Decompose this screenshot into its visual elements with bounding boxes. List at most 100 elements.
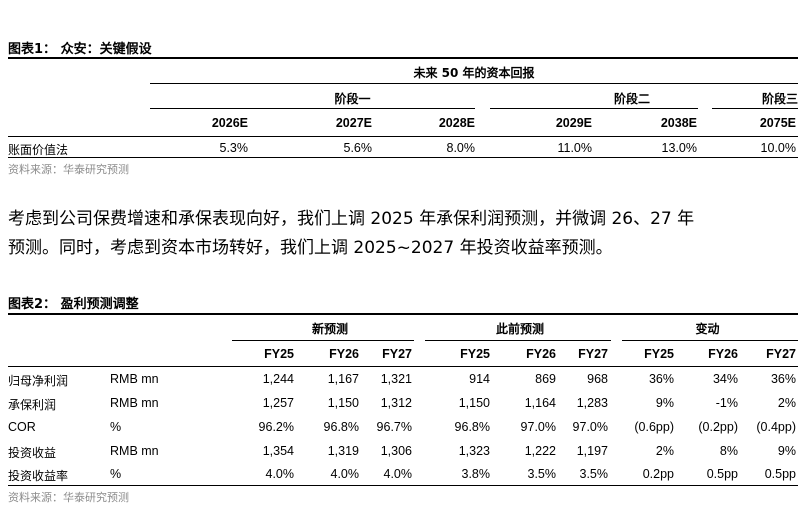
figure1-value: 13.0% xyxy=(661,141,697,155)
figure2-cell: 96.7% xyxy=(376,420,412,434)
figure2-cell: 96.8% xyxy=(323,420,359,434)
figure2-col-header: FY27 xyxy=(382,347,412,361)
figure1-super-header: 未来 50 年的资本回报 xyxy=(413,66,535,80)
figure2-cell: 36% xyxy=(648,372,674,386)
body-paragraph-line-1: 考虑到公司保费增速和承保表现向好，我们上调 2025 年承保利润预测，并微调 2… xyxy=(8,209,695,229)
figure2-row-unit: RMB mn xyxy=(110,372,159,386)
figure2-group-change: 变动 xyxy=(695,322,720,336)
body-paragraph-line-2: 预测。同时，考虑到资本市场转好，我们上调 2025~2027 年投资收益率预测。 xyxy=(8,238,613,258)
figure2-cell: 0.2pp xyxy=(642,467,674,481)
figure2-bottom-rule xyxy=(8,485,798,486)
figure2-cell: 2% xyxy=(777,396,796,410)
figure2-cell: 0.5pp xyxy=(706,467,738,481)
figure2-cell: 1,150 xyxy=(327,396,359,410)
figure2-group-rule-3 xyxy=(622,340,798,341)
figure2-cell: 1,167 xyxy=(327,372,359,386)
figure2-cell: 1,283 xyxy=(576,396,608,410)
figure2-title: 图表2： 盈利预测调整 xyxy=(8,297,139,312)
figure2-cell: 34% xyxy=(712,372,738,386)
figure2-cell: 1,319 xyxy=(327,444,359,458)
figure1-value: 11.0% xyxy=(557,141,592,155)
figure2-row-unit: RMB mn xyxy=(110,396,159,410)
figure1-title: 图表1： 众安：关键假设 xyxy=(8,42,152,57)
figure2-cell: 3.8% xyxy=(461,467,491,481)
figure2-cell: 4.0% xyxy=(383,467,413,481)
figure2-col-header: FY25 xyxy=(264,347,294,361)
figure1-bottom-rule xyxy=(8,157,798,158)
figure2-col-header: FY27 xyxy=(578,347,608,361)
figure1-year: 2029E xyxy=(555,116,592,130)
figure1-value: 8.0% xyxy=(446,141,476,155)
figure2-cell: 36% xyxy=(770,372,796,386)
figure2-cell: 1,321 xyxy=(380,372,412,386)
figure2-cell: 1,197 xyxy=(576,444,608,458)
figure1-group-rule-1 xyxy=(150,108,475,109)
figure1-group-rule-2 xyxy=(490,108,698,109)
figure2-row-label: COR xyxy=(8,420,36,434)
figure2-cell: 1,244 xyxy=(262,372,294,386)
figure2-cell: 4.0% xyxy=(265,467,295,481)
figure2-row-unit: % xyxy=(110,420,122,434)
figure2-group-new: 新预测 xyxy=(311,322,348,336)
figure2-col-header: FY27 xyxy=(766,347,796,361)
figure2-cell: 0.5pp xyxy=(764,467,796,481)
figure2-col-header: FY26 xyxy=(708,347,738,361)
figure2-cell: 96.8% xyxy=(454,420,490,434)
figure1-year: 2026E xyxy=(211,116,248,130)
figure1-year: 2027E xyxy=(335,116,372,130)
figure1-top-rule xyxy=(8,57,798,59)
figure2-group-previous: 此前预测 xyxy=(495,322,544,336)
figure2-cell: 1,257 xyxy=(262,396,294,410)
figure1-value: 5.3% xyxy=(219,141,249,155)
figure2-col-header: FY25 xyxy=(644,347,674,361)
figure2-row-label: 承保利润 xyxy=(8,398,57,412)
figure2-cell: 9% xyxy=(777,444,796,458)
figure2-cell: 1,306 xyxy=(380,444,412,458)
figure2-group-rule-1 xyxy=(232,340,414,341)
figure1-year: 2028E xyxy=(438,116,475,130)
figure2-cell: (0.2pp) xyxy=(698,420,738,434)
figure1-year: 2075E xyxy=(759,116,796,130)
figure2-cell: 1,323 xyxy=(458,444,490,458)
figure2-cell: 914 xyxy=(469,372,490,386)
figure1-source: 资料来源：华泰研究预测 xyxy=(8,163,129,176)
figure2-cell: 968 xyxy=(587,372,608,386)
figure2-row-unit: % xyxy=(110,467,122,481)
figure2-cell: 1,312 xyxy=(380,396,412,410)
figure2-header-rule xyxy=(8,366,798,367)
figure2-cell: 1,222 xyxy=(524,444,556,458)
figure2-cell: 3.5% xyxy=(579,467,609,481)
figure1-group-rule-3 xyxy=(712,108,798,109)
figure2-cell: 3.5% xyxy=(527,467,557,481)
figure2-cell: 1,164 xyxy=(524,396,556,410)
figure1-header-rule xyxy=(8,136,798,137)
figure1-group-stage2: 阶段二 xyxy=(613,92,650,106)
figure2-col-header: FY26 xyxy=(329,347,359,361)
figure2-row-label: 归母净利润 xyxy=(8,374,69,388)
figure2-cell: 869 xyxy=(535,372,556,386)
figure2-cell: 8% xyxy=(719,444,738,458)
figure2-cell: 2% xyxy=(655,444,674,458)
figure2-top-rule xyxy=(8,313,798,315)
figure1-value: 10.0% xyxy=(760,141,796,155)
figure1-row-label: 账面价值法 xyxy=(8,143,69,157)
figure1-year: 2038E xyxy=(660,116,697,130)
figure1-value: 5.6% xyxy=(343,141,373,155)
figure2-source: 资料来源：华泰研究预测 xyxy=(8,491,129,504)
figure2-cell: 97.0% xyxy=(572,420,608,434)
figure1-group-stage1: 阶段一 xyxy=(334,92,371,106)
figure2-cell: (0.6pp) xyxy=(634,420,674,434)
figure2-cell: 1,150 xyxy=(458,396,490,410)
figure2-group-rule-2 xyxy=(425,340,611,341)
figure2-cell: 4.0% xyxy=(330,467,360,481)
figure1-group-stage3: 阶段三 xyxy=(761,92,798,106)
figure2-col-header: FY25 xyxy=(460,347,490,361)
figure2-cell: (0.4pp) xyxy=(756,420,796,434)
figure2-row-label: 投资收益 xyxy=(8,446,57,460)
figure1-super-rule xyxy=(150,83,798,84)
figure2-cell: 96.2% xyxy=(258,420,294,434)
figure2-cell: 9% xyxy=(655,396,674,410)
figure2-col-header: FY26 xyxy=(526,347,556,361)
figure2-cell: 97.0% xyxy=(520,420,556,434)
figure2-row-unit: RMB mn xyxy=(110,444,159,458)
